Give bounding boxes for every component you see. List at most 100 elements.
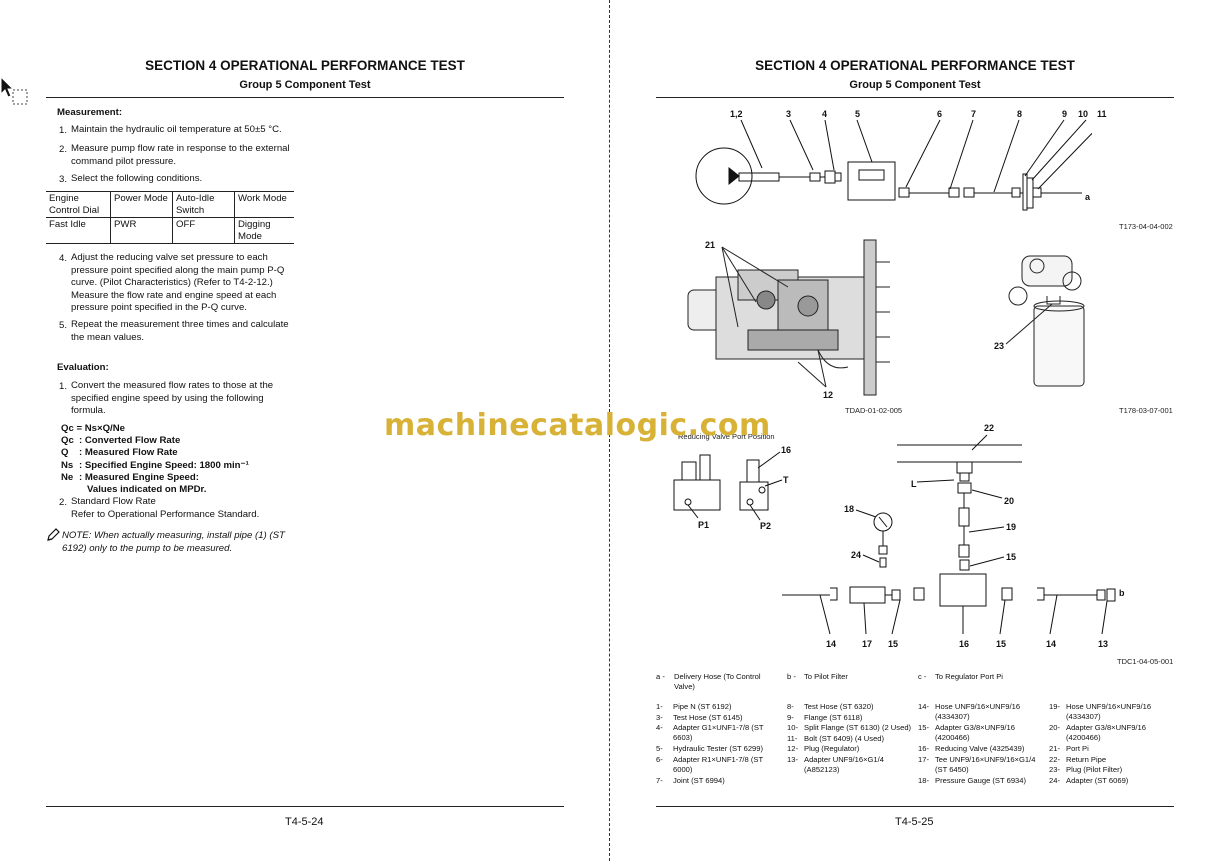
callout-label: 15	[996, 639, 1006, 649]
legend-key: 17-	[918, 754, 929, 764]
step-text: Convert the measured flow rates to those…	[71, 380, 274, 416]
pilot-circuit-diagram: 22 L 20 19 18 15 24 c b 14 17 15 16 15 1…	[782, 423, 1125, 649]
callout-label: 3	[786, 109, 791, 119]
callout-label: 18	[844, 504, 854, 514]
callout-label: 8	[1017, 109, 1022, 119]
legend-key: 24-	[1049, 775, 1060, 785]
legend-key: b -	[787, 672, 796, 681]
callout-label: L	[911, 479, 917, 489]
legend-value: Pressure Gauge (ST 6934)	[935, 775, 1027, 785]
legend-key: 5-	[656, 744, 663, 754]
table-header-row: Engine Control Dial Power Mode Auto-Idle…	[46, 191, 294, 218]
step-text: Select the following conditions.	[71, 173, 203, 184]
callout-label: 14	[826, 639, 836, 649]
callout-label: 7	[971, 109, 976, 119]
pilot-filter-drawing: 23	[994, 255, 1085, 387]
legend-key: 6-	[656, 754, 663, 764]
legend-value: Adapter UNF9/16×G1/4(A852123)	[804, 755, 884, 774]
callout-label: 15	[888, 639, 898, 649]
callout-label: b	[1119, 588, 1125, 598]
callout-label: 19	[1006, 522, 1016, 532]
legend-value: Hose UNF9/16×UNF9/16(4334307)	[935, 702, 1021, 721]
callout-label: P1	[698, 520, 709, 530]
page-number: T4-5-24	[285, 816, 324, 828]
reducing-valve-port-diagram: P1 P2 T 16	[673, 445, 791, 531]
step-number: 3.	[59, 174, 68, 185]
group-title: Group 5 Component Test	[239, 79, 371, 91]
legend-value: Reducing Valve (4325439)	[935, 744, 1025, 753]
formula-desc: : Measured Engine Speed:	[79, 472, 199, 483]
legend-value: Bolt (ST 6409) (4 Used)	[804, 733, 885, 743]
formula-symbol: Q	[61, 447, 69, 458]
footer-rule	[656, 806, 1174, 807]
conditions-table: Engine Control Dial Power Mode Auto-Idle…	[46, 191, 294, 244]
legend-key: 12-	[787, 744, 798, 754]
page-number: T4-5-25	[895, 816, 934, 828]
legend-key: 21-	[1049, 744, 1060, 753]
table-cell: Auto-Idle Switch	[172, 191, 235, 218]
formula-symbol: Qc	[61, 435, 74, 446]
legend-key: 20-	[1049, 723, 1060, 732]
header-rule	[46, 97, 564, 98]
callout-label: 10	[1078, 109, 1088, 119]
legend-value: Port Pi	[1066, 744, 1089, 753]
legend-value: Tee UNF9/16×UNF9/16×G1/4(ST 6450)	[935, 754, 1036, 774]
step-number: 4.	[59, 253, 68, 264]
callout-label: 4	[822, 109, 827, 119]
legend-value: Adapter (ST 6069)	[1066, 775, 1129, 785]
legend-key: 19-	[1049, 702, 1060, 711]
callout-label: 9	[1062, 109, 1067, 119]
formula-line: Qc = Ns×Q/Ne	[61, 423, 125, 434]
group-title: Group 5 Component Test	[849, 79, 981, 91]
legend-key: 9-	[787, 712, 794, 722]
legend-value: Split Flange (ST 6130) (2 Used)	[804, 723, 912, 733]
step-number: 1.	[59, 381, 68, 392]
callout-label: 13	[1098, 639, 1108, 649]
figure-caption: TDAD-01-02-005	[845, 406, 903, 415]
legend-key: 18-	[918, 775, 929, 785]
table-cell: Engine Control Dial	[46, 191, 111, 218]
callout-label: 17	[862, 639, 872, 649]
table-cell: Digging Mode	[234, 217, 294, 244]
callout-label: P2	[760, 521, 771, 531]
measurement-heading: Measurement:	[57, 107, 123, 118]
watermark-text: machinecatalogic.com	[384, 408, 771, 443]
callout-label: 1,2	[730, 109, 743, 119]
callout-label: 23	[994, 341, 1004, 351]
figure-caption: T173-04-04-002	[1119, 222, 1173, 231]
legend-value: Plug (Pilot Filter)	[1066, 765, 1123, 775]
legend-key: a -	[656, 672, 665, 681]
left-page: SECTION 4 OPERATIONAL PERFORMANCE TEST G…	[0, 0, 606, 861]
legend-key: 1-	[656, 702, 663, 711]
legend-value: Adapter G3/8×UNF9/16(4200466)	[935, 723, 1015, 742]
legend-key: 4-	[656, 723, 663, 733]
callout-label: 11	[1097, 109, 1107, 119]
formula-desc: : Measured Flow Rate	[79, 447, 178, 458]
callout-label: a	[1085, 192, 1091, 202]
footer-rule	[46, 806, 564, 807]
pump-assembly-drawing: 21 12	[687, 239, 890, 400]
callout-label: T	[783, 475, 789, 485]
legend-value: To Regulator Port Pi	[935, 672, 1003, 681]
legend-value: Pipe N (ST 6192)	[673, 702, 732, 711]
legend-value: Plug (Regulator)	[804, 744, 860, 754]
legend-value: Joint (ST 6994)	[673, 775, 725, 785]
legend-key: 8-	[787, 702, 794, 711]
callout-label: 15	[1006, 552, 1016, 562]
tester-connection-diagram: 1,2 3 4 5 6 7 8 9 10 a	[695, 109, 1092, 211]
callout-label: 24	[851, 550, 861, 560]
legend-key: 3-	[656, 712, 663, 722]
valve-port-label: Reducing Valve Port Position	[678, 432, 775, 441]
formula-symbol: Ne	[61, 472, 74, 483]
step-number: 2.	[59, 497, 68, 508]
evaluation-heading: Evaluation:	[57, 362, 109, 373]
step-number: 1.	[59, 125, 68, 136]
callout-label: 16	[781, 445, 791, 455]
callout-label: 6	[937, 109, 942, 119]
table-cell: Power Mode	[110, 191, 173, 218]
step-text: Adjust the reducing valve set pressure t…	[71, 252, 285, 313]
